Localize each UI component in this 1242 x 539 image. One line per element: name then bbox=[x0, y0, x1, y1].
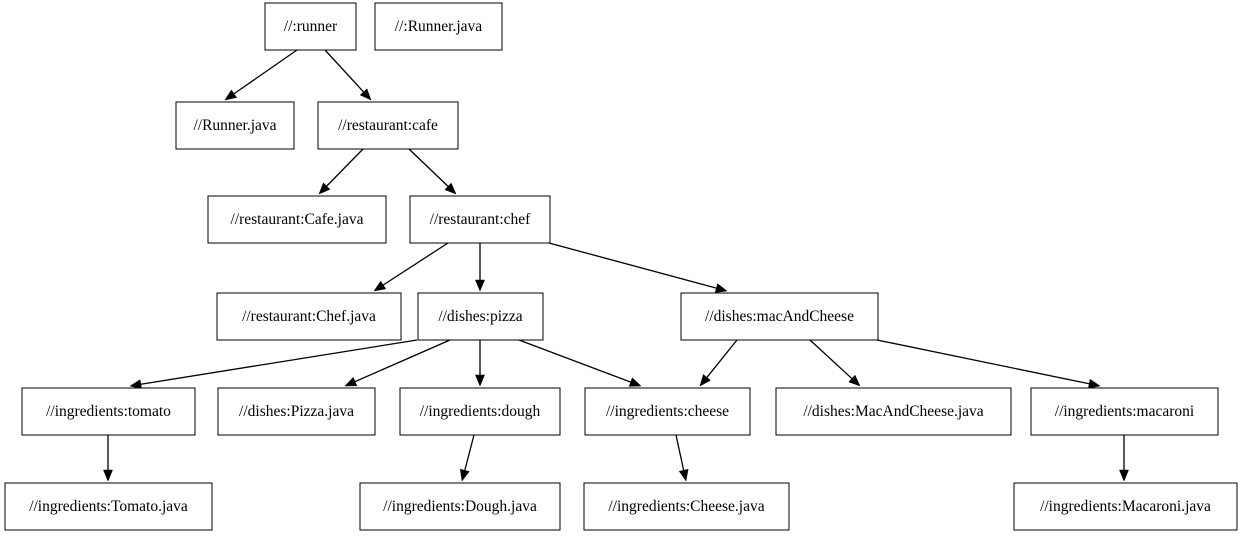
edge-arrowhead bbox=[848, 374, 861, 387]
node-box[interactable] bbox=[21, 387, 196, 436]
node-box[interactable] bbox=[583, 482, 790, 531]
edge-line bbox=[706, 339, 738, 378]
edge-arrowhead bbox=[1119, 469, 1129, 482]
edge-arrowhead bbox=[103, 469, 113, 482]
graph-node-ing_cheese[interactable]: //ingredients:cheese bbox=[584, 387, 751, 436]
graph-node-restaurant_chef[interactable]: //restaurant:chef bbox=[409, 195, 551, 244]
edge-arrowhead bbox=[475, 279, 485, 292]
edge-line bbox=[233, 49, 298, 95]
graph-edge bbox=[699, 339, 738, 387]
edge-line bbox=[809, 339, 853, 380]
edge-arrowhead bbox=[1087, 378, 1101, 389]
node-box[interactable] bbox=[4, 482, 213, 531]
node-box[interactable] bbox=[359, 482, 561, 531]
node-box[interactable] bbox=[207, 195, 387, 244]
edge-arrowhead bbox=[460, 468, 470, 482]
node-box[interactable] bbox=[175, 101, 295, 150]
edges-layer bbox=[103, 49, 1129, 482]
graph-node-ing_macaroni_java[interactable]: //ingredients:Macaroni.java bbox=[1013, 482, 1238, 531]
graph-edge bbox=[1119, 435, 1129, 482]
graph-edge bbox=[675, 434, 689, 482]
graph-edge bbox=[475, 340, 485, 387]
graph-node-restaurant_cafe[interactable]: //restaurant:cafe bbox=[317, 101, 459, 150]
edge-arrowhead bbox=[714, 283, 728, 293]
graph-node-ing_cheese_java[interactable]: //ingredients:Cheese.java bbox=[583, 482, 790, 531]
graph-edge bbox=[548, 242, 728, 293]
edge-arrowhead bbox=[628, 377, 642, 387]
graph-node-dishes_pizza[interactable]: //dishes:pizza bbox=[417, 292, 544, 341]
edge-line bbox=[408, 148, 449, 187]
edge-line bbox=[876, 339, 1090, 385]
graph-edge bbox=[324, 49, 372, 101]
graph-edge bbox=[103, 435, 113, 482]
node-box[interactable] bbox=[1030, 387, 1219, 436]
node-box[interactable] bbox=[399, 387, 561, 436]
node-box[interactable] bbox=[317, 101, 459, 150]
graph-node-runner_java_root[interactable]: //:Runner.java bbox=[374, 2, 503, 51]
graph-edge bbox=[809, 339, 861, 387]
graph-node-dishes_mac[interactable]: //dishes:macAndCheese bbox=[680, 292, 879, 341]
graph-node-ing_macaroni[interactable]: //ingredients:macaroni bbox=[1030, 387, 1219, 436]
graph-edge bbox=[460, 434, 475, 482]
graph-node-restaurant_cafe_java[interactable]: //restaurant:Cafe.java bbox=[207, 195, 387, 244]
graph-node-ing_dough_java[interactable]: //ingredients:Dough.java bbox=[359, 482, 561, 531]
graph-edge bbox=[408, 148, 457, 195]
graph-node-dishes_pizza_java[interactable]: //dishes:Pizza.java bbox=[217, 387, 376, 436]
edge-line bbox=[326, 148, 364, 187]
edge-line bbox=[324, 49, 365, 93]
graph-edge bbox=[318, 148, 364, 195]
edge-line bbox=[354, 339, 451, 383]
graph-edge bbox=[876, 339, 1101, 389]
graph-edge bbox=[475, 243, 485, 292]
node-box[interactable] bbox=[409, 195, 551, 244]
node-box[interactable] bbox=[680, 292, 879, 341]
node-box[interactable] bbox=[264, 2, 357, 51]
edge-arrowhead bbox=[678, 468, 689, 482]
graph-node-ing_dough[interactable]: //ingredients:dough bbox=[399, 387, 561, 436]
edge-line bbox=[675, 434, 685, 471]
edge-arrowhead bbox=[318, 182, 331, 195]
edge-arrowhead bbox=[224, 89, 238, 101]
edge-arrowhead bbox=[359, 88, 372, 101]
graph-node-runner[interactable]: //:runner bbox=[264, 2, 357, 51]
graph-node-ing_tomato_java[interactable]: //ingredients:Tomato.java bbox=[4, 482, 213, 531]
edge-arrowhead bbox=[373, 280, 387, 292]
graph-node-restaurant_chef_java[interactable]: //restaurant:Chef.java bbox=[216, 292, 402, 341]
node-box[interactable] bbox=[217, 387, 376, 436]
graph-edge bbox=[224, 49, 298, 101]
node-box[interactable] bbox=[417, 292, 544, 341]
graph-node-runner_java[interactable]: //Runner.java bbox=[175, 101, 295, 150]
node-box[interactable] bbox=[1013, 482, 1238, 531]
graph-edge bbox=[518, 339, 642, 387]
edge-arrowhead bbox=[699, 374, 711, 387]
graph-node-dishes_mac_java[interactable]: //dishes:MacAndCheese.java bbox=[775, 387, 1012, 436]
node-box[interactable] bbox=[584, 387, 751, 436]
graph-edge bbox=[373, 242, 449, 292]
node-box[interactable] bbox=[775, 387, 1012, 436]
node-box[interactable] bbox=[374, 2, 503, 51]
graph-node-ing_tomato[interactable]: //ingredients:tomato bbox=[21, 387, 196, 436]
node-box[interactable] bbox=[216, 292, 402, 341]
nodes-layer: //:runner //:Runner.java //Runner.java //re… bbox=[4, 2, 1238, 531]
edge-line bbox=[548, 242, 717, 289]
edge-line bbox=[464, 434, 475, 471]
edge-line bbox=[518, 339, 631, 383]
graph-edge bbox=[129, 339, 418, 390]
edge-arrowhead bbox=[444, 182, 457, 195]
graph-edge bbox=[344, 339, 451, 387]
edge-arrowhead bbox=[344, 376, 358, 387]
edge-line bbox=[382, 242, 449, 286]
edge-arrowhead bbox=[475, 374, 485, 387]
edge-line bbox=[140, 339, 418, 385]
